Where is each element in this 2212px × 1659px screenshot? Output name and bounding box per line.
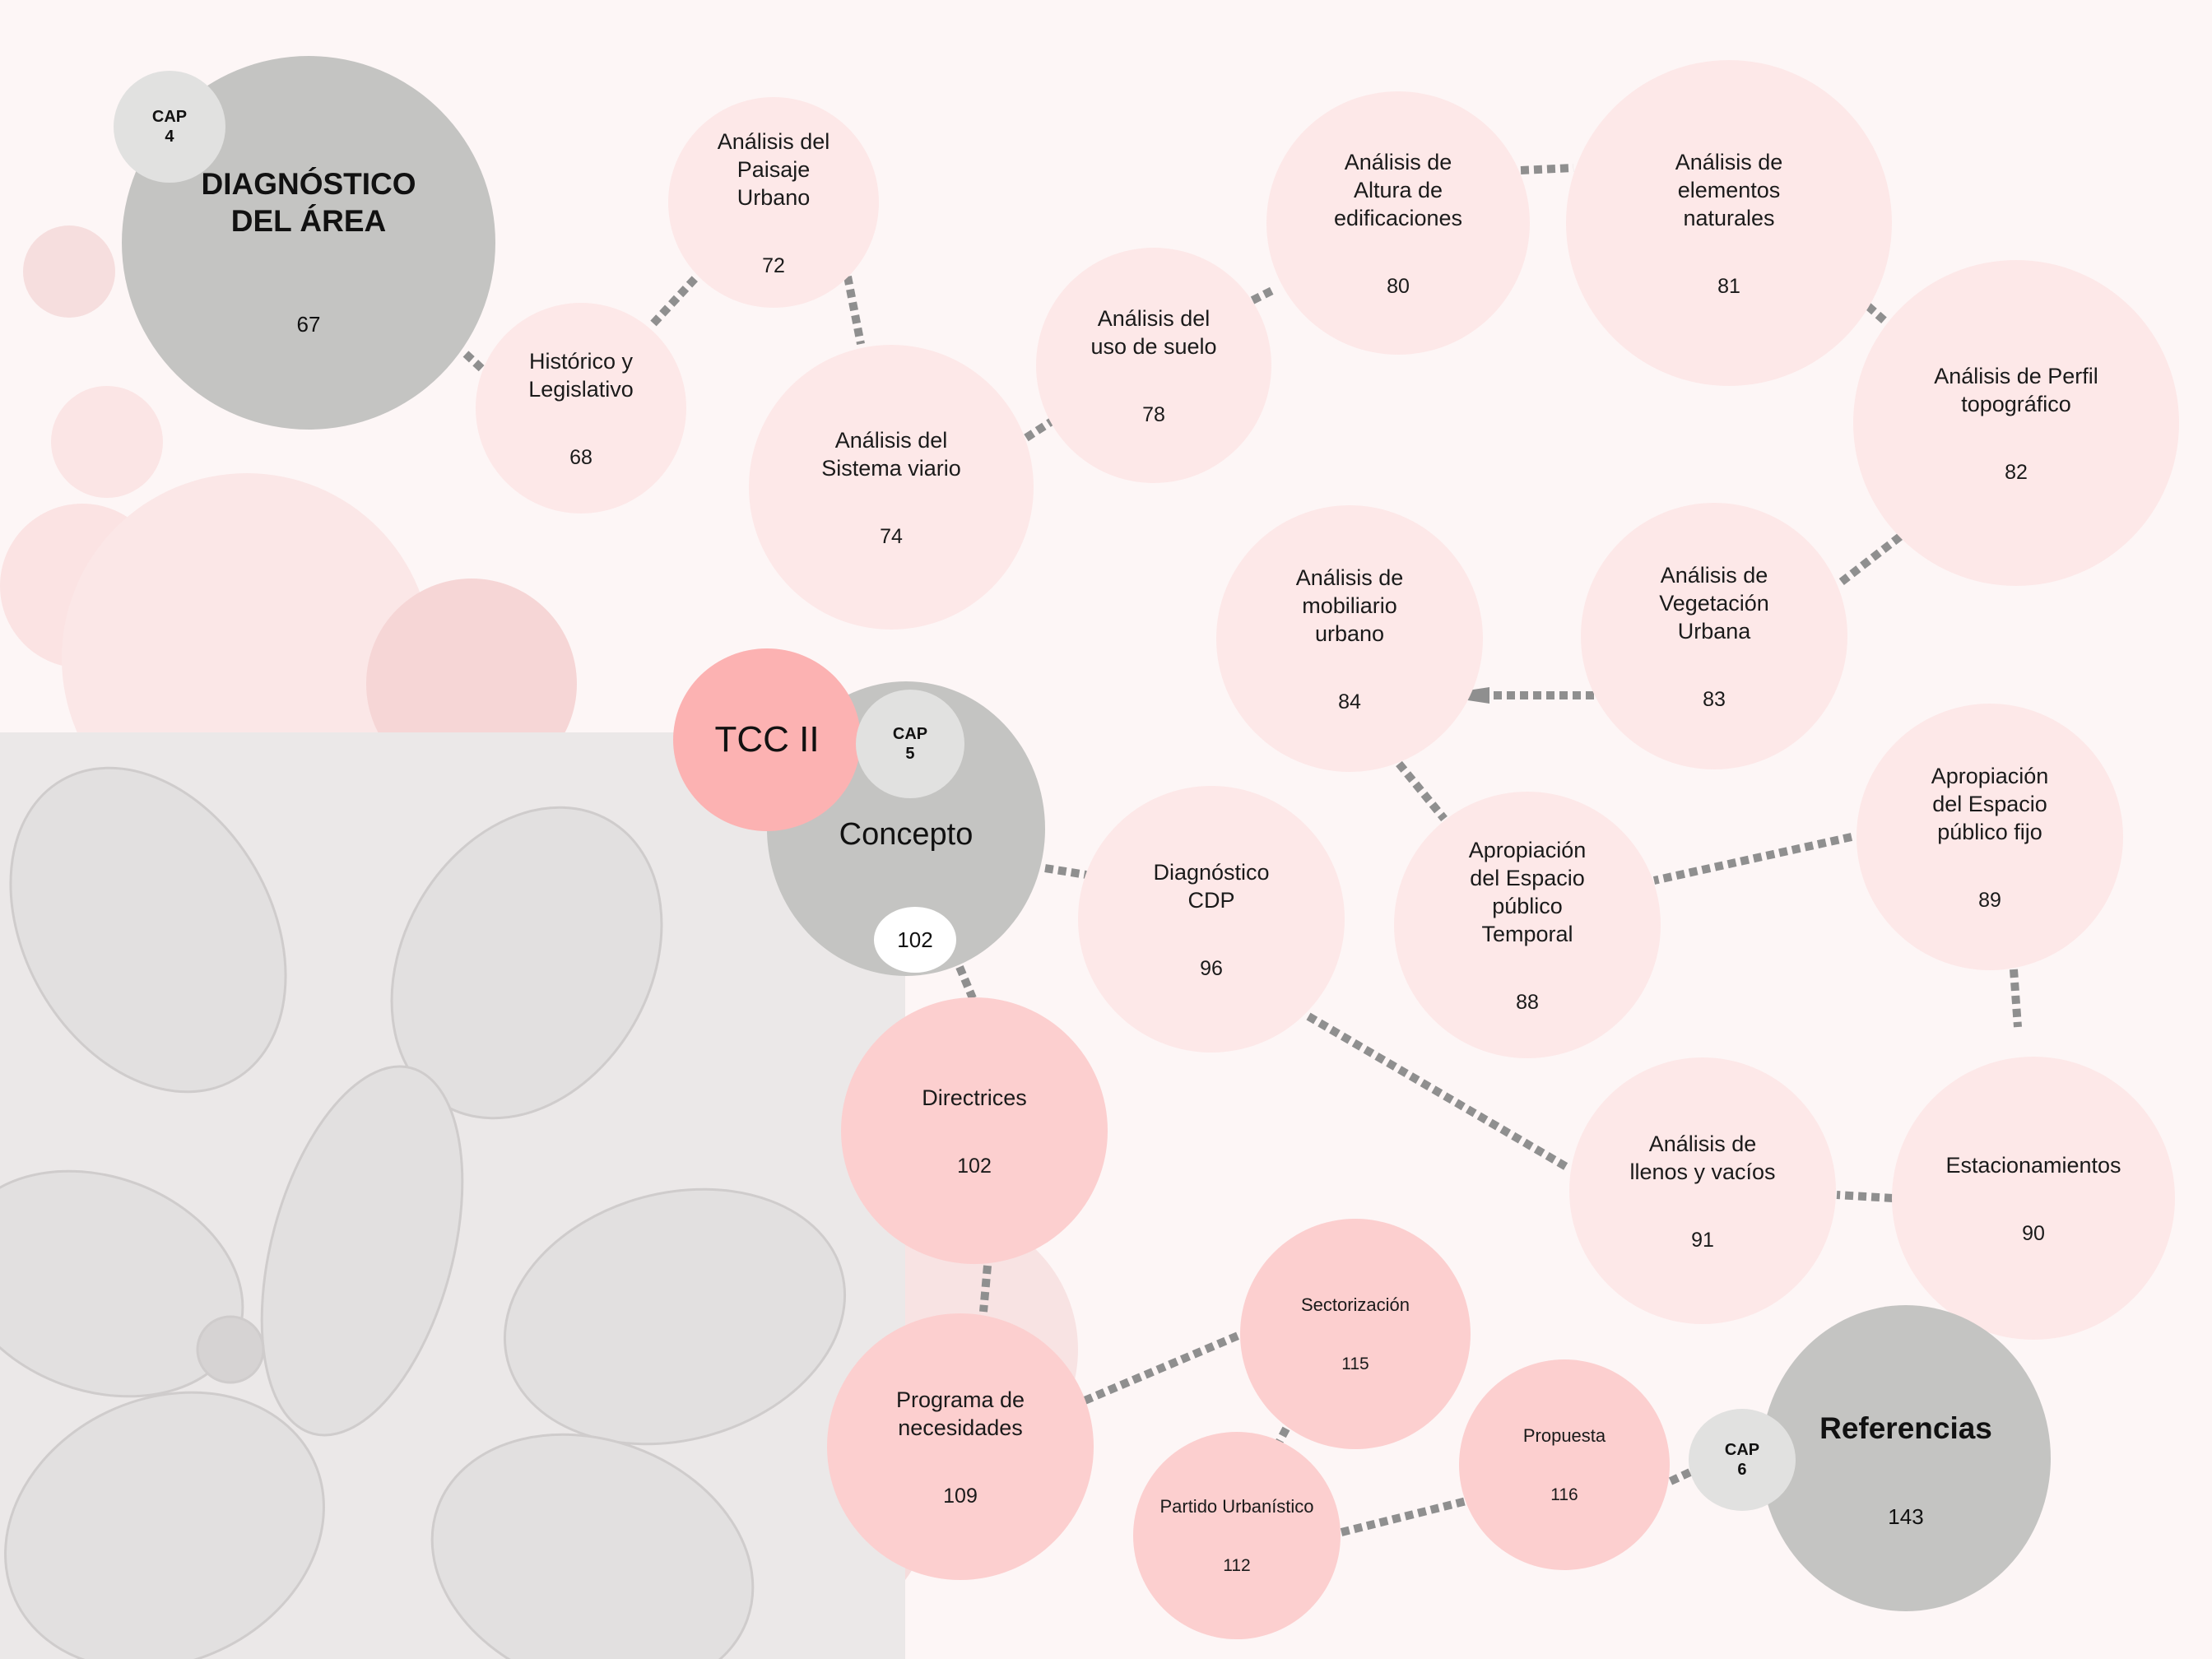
tcc-label: TCC II: [714, 719, 820, 760]
node-label: Estacionamientos: [1945, 1152, 2121, 1178]
topic-node-vegetacion[interactable]: Análisis de Vegetación Urbana 83: [1581, 503, 1847, 769]
node-label: Análisis de Perfil topográfico: [1934, 363, 2098, 416]
node-label: Directrices: [922, 1085, 1027, 1110]
node-label: Diagnóstico CDP: [1153, 859, 1270, 913]
topic-node-llenos[interactable]: Análisis de llenos y vacíos 91: [1569, 1057, 1836, 1324]
topic-node-cdp[interactable]: Diagnóstico CDP 96: [1078, 786, 1345, 1053]
node-label: Análisis del Sistema viario: [821, 427, 961, 481]
connector: [979, 1265, 992, 1313]
node-label: Sectorización: [1300, 1294, 1410, 1315]
cap-label: CAP 4: [151, 108, 188, 146]
node-page: 143: [1888, 1504, 1924, 1529]
connector: [1083, 1331, 1242, 1405]
connector: [1865, 303, 1893, 328]
connector: [650, 275, 699, 327]
node-page: 109: [943, 1484, 978, 1508]
node-label: Referencias: [1819, 1411, 1992, 1445]
node-label: Concepto: [839, 816, 974, 852]
node-label: DIAGNÓSTICO DEL ÁREA: [201, 166, 416, 238]
topic-node-viario[interactable]: Análisis del Sistema viario 74: [749, 345, 1034, 630]
node-page: 112: [1223, 1556, 1251, 1575]
node-page: 83: [1703, 687, 1726, 711]
node-label: Partido Urbanístico: [1159, 1496, 1314, 1517]
node-page: 78: [1142, 402, 1165, 426]
node-page: 116: [1550, 1485, 1578, 1504]
topic-node-programa[interactable]: Programa de necesidades 109: [827, 1313, 1094, 1580]
cap-badge: CAP 6: [1689, 1409, 1796, 1511]
node-page: 67: [296, 311, 321, 337]
connector: [1250, 286, 1276, 304]
node-label: Análisis de mobiliario urbano: [1295, 565, 1404, 646]
connector: [1836, 1191, 1894, 1202]
node-page: 102: [897, 927, 933, 952]
node-page: 91: [1691, 1228, 1714, 1252]
tcc-ii-badge[interactable]: TCC II: [673, 648, 861, 831]
topic-node-fijo[interactable]: Apropiación del Espacio público fijo 89: [1856, 704, 2123, 970]
connector: [1044, 864, 1087, 879]
connector: [1340, 1497, 1468, 1536]
node-label: Análisis de Vegetación Urbana: [1659, 562, 1769, 644]
topic-node-partido[interactable]: Partido Urbanístico 112: [1133, 1432, 1341, 1639]
node-page: 81: [1717, 274, 1740, 298]
node-page: 68: [569, 445, 592, 469]
node-page: 88: [1516, 990, 1539, 1014]
topic-node-paisaje[interactable]: Análisis del Paisaje Urbano 72: [668, 97, 879, 308]
deco-circle: [51, 386, 163, 498]
node-label: Análisis del Paisaje Urbano: [717, 128, 830, 210]
connector: [1652, 833, 1853, 885]
node-page: 74: [880, 524, 903, 548]
node-page: 96: [1200, 956, 1223, 980]
connector: [1024, 417, 1054, 442]
node-label: Análisis del uso de suelo: [1090, 305, 1217, 359]
referencias-node[interactable]: Referencias 143: [1761, 1305, 2051, 1611]
node-page: 115: [1341, 1355, 1369, 1373]
node-label: Apropiación del Espacio público fijo: [1931, 763, 2049, 844]
node-label: Análisis de llenos y vacíos: [1629, 1131, 1776, 1184]
connector: [1396, 760, 1448, 822]
node-page: 90: [2022, 1221, 2045, 1245]
topic-node-altura[interactable]: Análisis de Altura de edificaciones 80: [1266, 91, 1530, 355]
topic-node-sectorizacion[interactable]: Sectorización 115: [1240, 1219, 1471, 1449]
connector: [1306, 1012, 1572, 1173]
topic-node-directrices[interactable]: Directrices 102: [841, 997, 1108, 1264]
topic-node-estacionamientos[interactable]: Estacionamientos 90: [1892, 1057, 2175, 1340]
node-label: Apropiación del Espacio público Temporal: [1468, 837, 1587, 946]
node-label: Análisis de Altura de edificaciones: [1333, 149, 1463, 230]
node-label: Análisis de elementos naturales: [1675, 149, 1783, 230]
cap-label: CAP 6: [1724, 1441, 1760, 1479]
connector: [2010, 969, 2022, 1028]
cap-label: CAP 5: [892, 725, 928, 763]
node-label: Programa de necesidades: [895, 1387, 1025, 1440]
topic-node-mobiliario[interactable]: Análisis de mobiliario urbano 84: [1216, 505, 1483, 772]
deco-circle: [23, 225, 115, 318]
topic-node-temporal[interactable]: Apropiación del Espacio público Temporal…: [1394, 792, 1661, 1058]
topic-node-propuesta[interactable]: Propuesta 116: [1459, 1359, 1670, 1570]
topic-node-perfil[interactable]: Análisis de Perfil topográfico 82: [1853, 260, 2179, 586]
cap-badge: CAP 4: [114, 71, 225, 183]
connector: [1835, 533, 1903, 588]
topic-node-historico[interactable]: Histórico y Legislativo 68: [476, 303, 686, 514]
node-page: 82: [2005, 460, 2028, 484]
node-page: 102: [957, 1154, 992, 1178]
node-label: Propuesta: [1522, 1425, 1606, 1446]
node-label: Histórico y Legislativo: [528, 348, 634, 402]
page-badge: 102: [874, 907, 956, 973]
connector: [843, 276, 865, 345]
node-page: 72: [762, 253, 785, 277]
topic-node-naturales[interactable]: Análisis de elementos naturales 81: [1566, 60, 1892, 386]
topic-node-suelo[interactable]: Análisis del uso de suelo 78: [1036, 248, 1271, 483]
connector: [462, 351, 490, 377]
cap-badge: CAP 5: [856, 690, 964, 798]
node-page: 84: [1338, 690, 1361, 713]
flower-illustration: [0, 732, 905, 1659]
node-page: 89: [1978, 888, 2001, 912]
connector: [1520, 164, 1574, 174]
connector: [955, 965, 977, 1000]
node-page: 80: [1387, 274, 1410, 298]
